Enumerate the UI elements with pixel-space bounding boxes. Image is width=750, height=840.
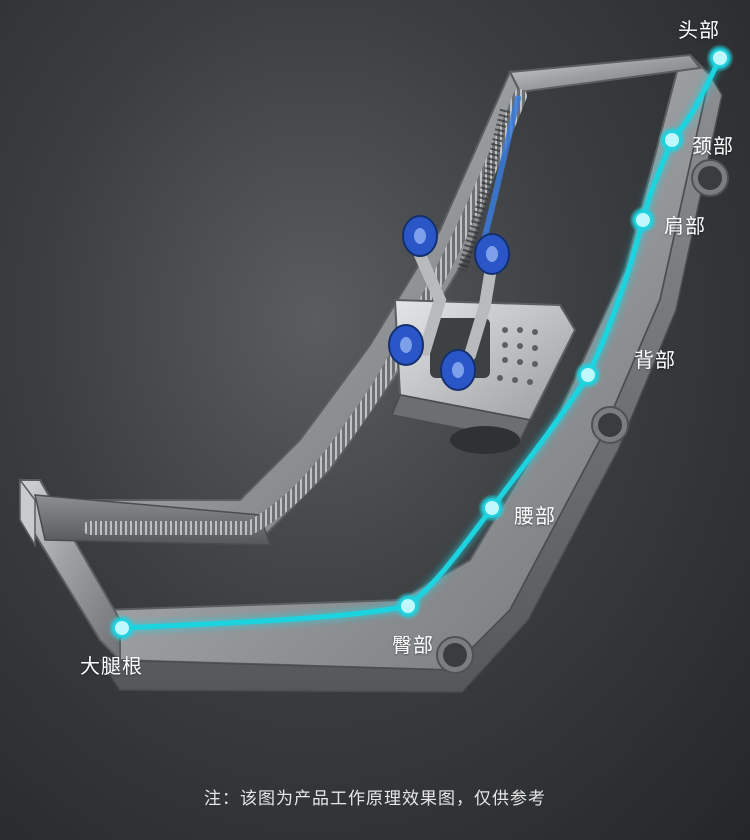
marker-head <box>706 44 734 72</box>
vent-hip <box>436 636 474 674</box>
disclaimer-note: 注：该图为产品工作原理效果图，仅供参考 <box>204 789 546 809</box>
label-thigh: 大腿根 <box>80 654 143 678</box>
marker-shoulder <box>629 206 657 234</box>
frame-top-bar <box>508 53 702 94</box>
frame-front-plate <box>19 477 36 548</box>
roller-top-right <box>474 233 510 275</box>
roller-bottom-left <box>388 324 424 366</box>
marker-back <box>574 361 602 389</box>
label-shoulder: 肩部 <box>664 214 706 238</box>
label-head: 头部 <box>678 18 720 42</box>
marker-thigh <box>108 614 136 642</box>
label-neck: 颈部 <box>692 134 734 158</box>
vent-back <box>591 406 629 444</box>
label-waist: 腰部 <box>514 504 556 528</box>
roller-bottom-right <box>440 349 476 391</box>
roller-top-left <box>402 215 438 257</box>
label-back: 背部 <box>634 348 676 372</box>
vent-neck <box>691 159 729 197</box>
marker-hip <box>394 592 422 620</box>
marker-neck <box>658 126 686 154</box>
label-hip: 臀部 <box>392 633 434 657</box>
marker-waist <box>478 494 506 522</box>
